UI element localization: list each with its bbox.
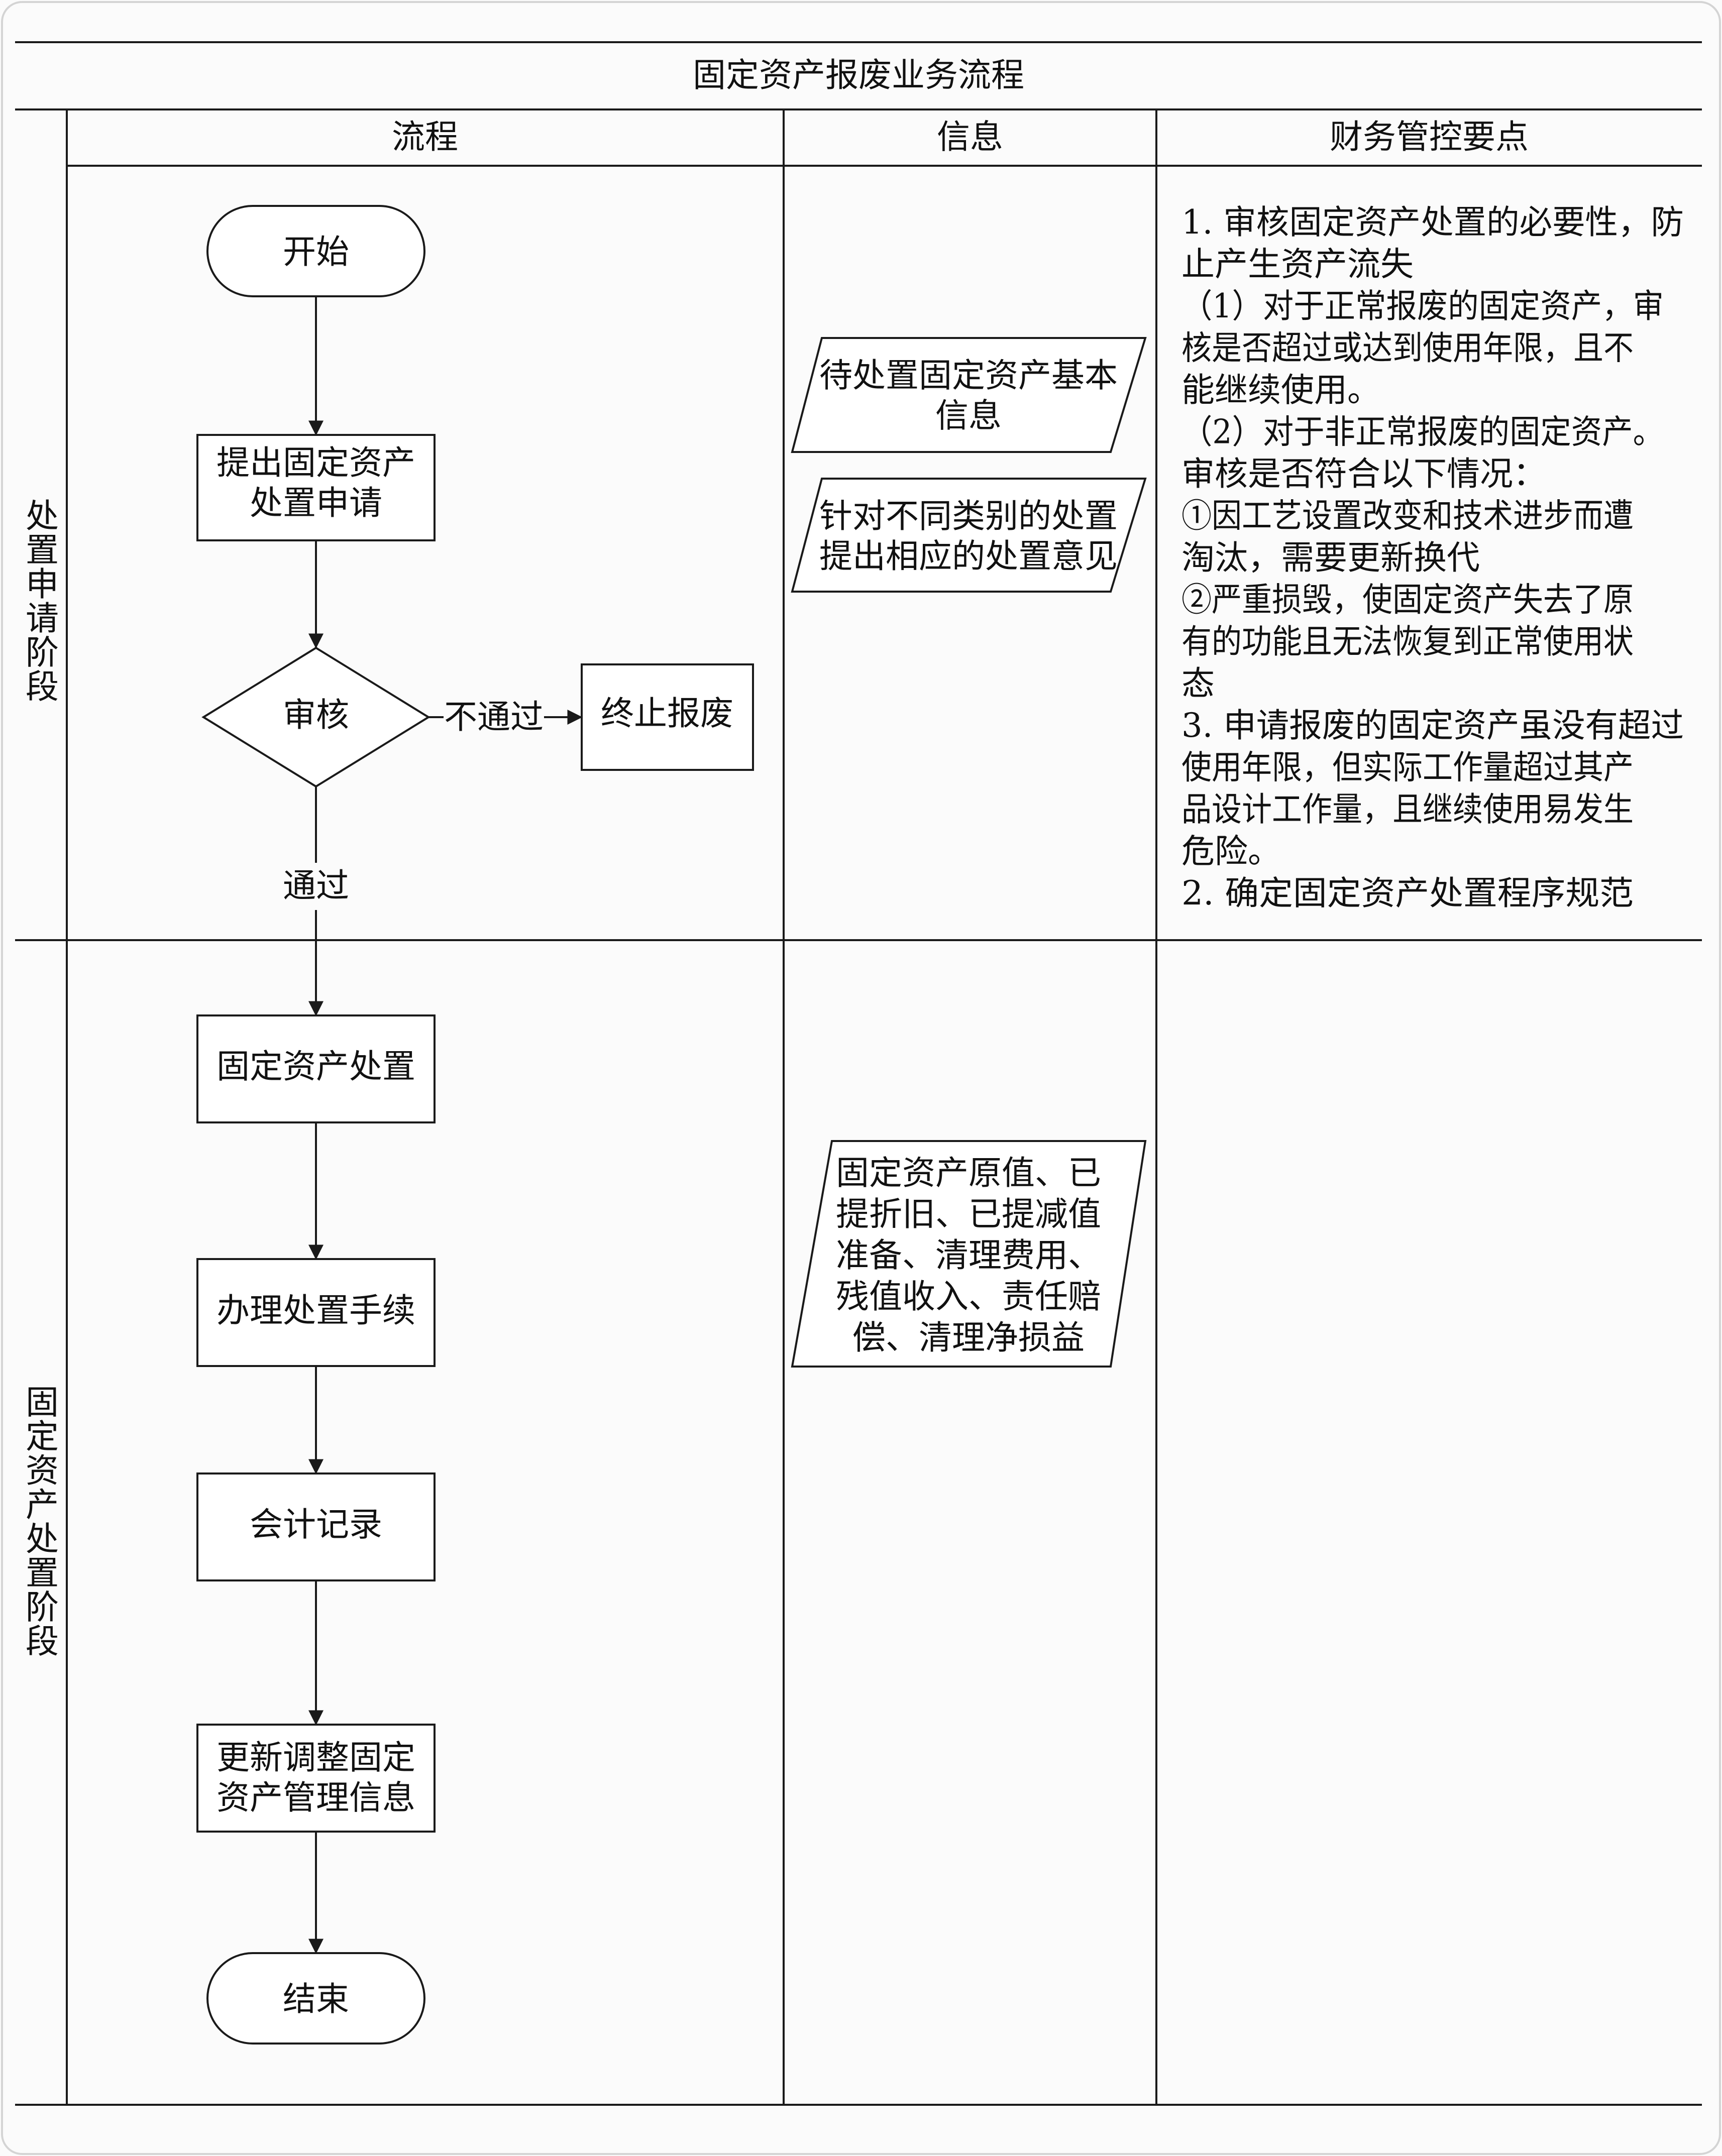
submit-application-label-line2: 处置申请 — [250, 484, 382, 522]
update-info-label-line2: 资产管理信息 — [217, 1778, 415, 1817]
info-document-2-line1: 针对不同类别的处置 — [819, 497, 1118, 535]
update-info-label-line1: 更新调整固定 — [217, 1738, 415, 1777]
dispose-box — [196, 1014, 436, 1123]
accounting-label: 会计记录 — [250, 1505, 382, 1544]
info-document-3-line3: 准备、清理费用、 — [836, 1236, 1101, 1275]
terminate-label: 终止报废 — [601, 694, 733, 733]
control-point-line: 危险。 — [1181, 832, 1281, 871]
column-header-info: 信息 — [937, 118, 1003, 156]
phase-label-char: 处 — [26, 497, 59, 535]
phase-label-char: 处 — [26, 1520, 59, 1558]
control-point-line: 使用年限，但实际工作量超过其产 — [1181, 748, 1634, 787]
start-label: 开始 — [283, 233, 349, 271]
page-title: 固定资产报废业务流程 — [693, 56, 1024, 94]
info-document-3-line5: 偿、清理净损益 — [852, 1318, 1085, 1357]
phase-label-char: 阶 — [26, 1588, 59, 1627]
control-point-line: 3. 申请报废的固定资产虽没有超过 — [1181, 706, 1684, 745]
control-point-line: 止产生资产流失 — [1181, 245, 1414, 284]
phase-label-char: 请 — [26, 599, 59, 638]
phase-label-char: 段 — [26, 667, 59, 706]
phase-label-char: 段 — [26, 1622, 59, 1661]
info-document-3-line4: 残值收入、责任赔 — [836, 1277, 1101, 1316]
end-label: 结束 — [283, 1980, 349, 2018]
control-point-line: 淘汰，需要更新换代 — [1181, 538, 1480, 577]
info-document-3 — [791, 1140, 1147, 1368]
accounting-box — [196, 1472, 436, 1581]
phase-label-char: 置 — [26, 1554, 59, 1593]
phase-label-char: 申 — [26, 565, 59, 604]
update-info-box — [196, 1724, 436, 1833]
control-point-line: 有的功能且无法恢复到正常使用状 — [1181, 622, 1634, 661]
info-document-2 — [791, 478, 1147, 593]
control-point-line: 能继续使用。 — [1181, 371, 1380, 409]
info-document-1-line1: 待处置固定资产基本 — [819, 356, 1118, 395]
info-document-1-line2: 信息 — [935, 396, 1002, 435]
phase-label-char: 定 — [26, 1417, 59, 1456]
control-point-line: 核是否超过或达到使用年限，且不 — [1181, 329, 1634, 368]
table-grid — [15, 41, 1702, 2106]
info-document-2-line2: 提出相应的处置意见 — [819, 537, 1118, 576]
dispose-label: 固定资产处置 — [217, 1047, 415, 1086]
end-terminal — [206, 1952, 425, 2045]
phase-label-char: 固 — [26, 1383, 59, 1422]
info-document-3-line2: 提折旧、已提减值 — [836, 1195, 1101, 1233]
column-header-control: 财务管控要点 — [1330, 118, 1529, 156]
control-point-line: （2）对于非正常报废的固定资产。 — [1181, 413, 1664, 451]
control-point-line: 态 — [1181, 664, 1215, 703]
phase-label-char: 阶 — [26, 633, 59, 672]
terminate-box — [581, 663, 754, 771]
info-document-3-line1: 固定资产原值、已 — [836, 1154, 1101, 1192]
control-point-line: ②严重损毁，使固定资产失去了原 — [1181, 581, 1634, 619]
procedures-label: 办理处置手续 — [217, 1291, 415, 1330]
control-point-line: ①因工艺设置改变和技术进步而遭 — [1181, 497, 1634, 535]
phase-label-char: 资 — [26, 1451, 59, 1490]
submit-application-label-line1: 提出固定资产 — [217, 443, 415, 482]
control-points-text: 1. 审核固定资产处置的必要性，防止产生资产流失（1）对于正常报废的固定资产，审… — [1181, 203, 1684, 913]
control-point-line: 2. 确定固定资产处置程序规范 — [1181, 874, 1634, 913]
phase-label-char: 产 — [26, 1486, 59, 1524]
pass-label: 通过 — [283, 866, 349, 905]
control-point-line: （1）对于正常报废的固定资产，审 — [1181, 287, 1664, 325]
control-point-line: 1. 审核固定资产处置的必要性，防 — [1181, 203, 1684, 242]
reject-label: 不通过 — [444, 698, 544, 736]
control-point-line: 审核是否符合以下情况： — [1181, 455, 1546, 493]
column-header-flow: 流程 — [392, 118, 458, 156]
phase-label-char: 置 — [26, 531, 59, 570]
control-point-line: 品设计工作量，且继续使用易发生 — [1181, 790, 1634, 829]
review-label: 审核 — [283, 696, 349, 734]
info-document-1 — [791, 337, 1147, 453]
submit-application-box — [196, 434, 436, 541]
